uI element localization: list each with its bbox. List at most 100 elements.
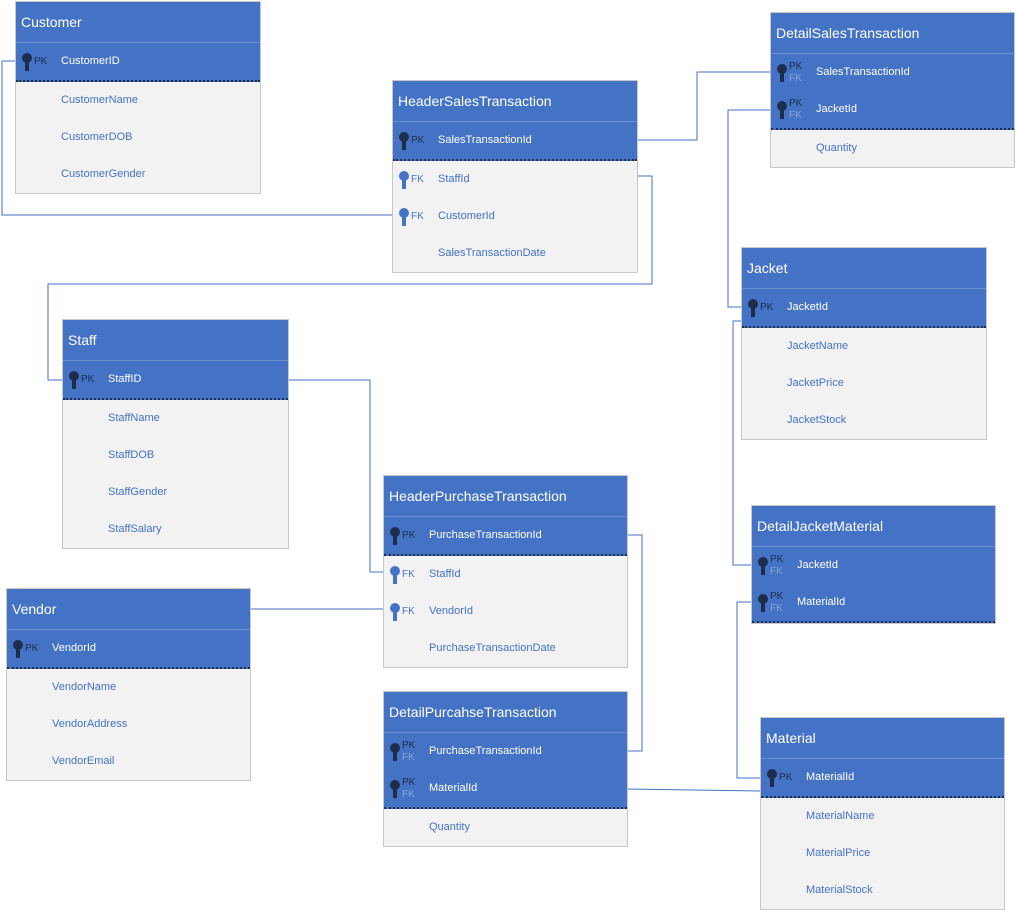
key-icon	[390, 566, 400, 584]
fk-badge: FK	[789, 73, 802, 84]
field-name: CustomerId	[438, 210, 495, 222]
field-name: StaffName	[108, 412, 160, 424]
field-row[interactable]: StaffSalary	[63, 511, 288, 548]
key-icon	[777, 64, 787, 82]
field-name: SalesTransactionId	[438, 134, 532, 146]
field-name: Quantity	[429, 821, 470, 833]
entity-title: HeaderSalesTransaction	[393, 81, 637, 122]
field-name: MaterialId	[797, 596, 846, 608]
field-name: StaffId	[438, 173, 470, 185]
field-name: CustomerID	[61, 55, 120, 67]
entity-title: Jacket	[742, 248, 986, 289]
field-name: JacketPrice	[787, 377, 844, 389]
field-name: StaffSalary	[108, 523, 162, 535]
field-name: VendorId	[429, 605, 474, 617]
relationship-line	[1, 60, 392, 216]
key-icon	[399, 171, 409, 189]
pk-badge: PK	[789, 61, 803, 72]
field-row[interactable]: PK CustomerID	[16, 43, 260, 82]
entity-title: DetailPurcahseTransaction	[384, 692, 627, 733]
relationship-line	[47, 175, 653, 381]
field-name: JacketId	[797, 559, 838, 571]
key-icon	[399, 132, 409, 150]
field-row[interactable]: Quantity	[384, 809, 627, 846]
field-name: JacketId	[816, 103, 857, 115]
field-name: SalesTransactionId	[816, 66, 910, 78]
field-row[interactable]: MaterialName	[761, 798, 1004, 835]
field-row[interactable]: Quantity	[771, 130, 1014, 167]
field-row[interactable]: VendorEmail	[7, 743, 250, 780]
field-name: JacketName	[787, 340, 849, 352]
pk-badge: PK	[81, 374, 95, 385]
field-name: VendorEmail	[52, 755, 115, 767]
field-name: PurchaseTransactionDate	[429, 642, 556, 654]
field-name: StaffGender	[108, 486, 168, 498]
key-icon	[69, 371, 79, 389]
fk-badge: FK	[402, 752, 415, 763]
entity-title: Customer	[16, 2, 260, 43]
field-row[interactable]: CustomerDOB	[16, 119, 260, 156]
field-name: StaffId	[429, 568, 461, 580]
field-row[interactable]: SalesTransactionDate	[393, 235, 637, 272]
field-name: MaterialId	[429, 782, 478, 794]
entity-title: Staff	[63, 320, 288, 361]
field-row[interactable]: StaffGender	[63, 474, 288, 511]
field-row[interactable]: CustomerName	[16, 82, 260, 119]
field-row[interactable]: FK VendorId	[384, 593, 627, 630]
field-row[interactable]: JacketName	[742, 328, 986, 365]
field-row[interactable]: JacketPrice	[742, 365, 986, 402]
key-icon	[390, 780, 400, 798]
field-name: MaterialId	[806, 771, 855, 783]
entity-title: Vendor	[7, 589, 250, 630]
field-row[interactable]: VendorAddress	[7, 706, 250, 743]
field-name: VendorAddress	[52, 718, 128, 730]
field-row[interactable]: FK StaffId	[384, 556, 627, 593]
field-name: JacketId	[787, 301, 828, 313]
field-row[interactable]: VendorName	[7, 669, 250, 706]
field-row[interactable]: PK JacketId	[742, 289, 986, 328]
fk-badge: FK	[402, 606, 415, 617]
field-row[interactable]: StaffDOB	[63, 437, 288, 474]
key-icon	[758, 557, 768, 575]
pk-badge: PK	[402, 530, 416, 541]
field-row[interactable]: MaterialStock	[761, 872, 1004, 909]
field-name: MaterialPrice	[806, 847, 871, 859]
field-row[interactable]: StaffName	[63, 400, 288, 437]
field-row[interactable]: CustomerGender	[16, 156, 260, 193]
fk-badge: FK	[402, 569, 415, 580]
pk-badge: PK	[760, 302, 774, 313]
fk-badge: FK	[770, 603, 783, 614]
field-row[interactable]: JacketStock	[742, 402, 986, 439]
field-row[interactable]: MaterialPrice	[761, 835, 1004, 872]
field-name: SalesTransactionDate	[438, 247, 546, 259]
field-row[interactable]: PurchaseTransactionDate	[384, 630, 627, 667]
key-icon	[390, 527, 400, 545]
field-name: CustomerDOB	[61, 131, 133, 143]
relationship-line	[727, 109, 770, 308]
pk-badge: PK	[34, 56, 48, 67]
field-name: JacketStock	[787, 414, 847, 426]
